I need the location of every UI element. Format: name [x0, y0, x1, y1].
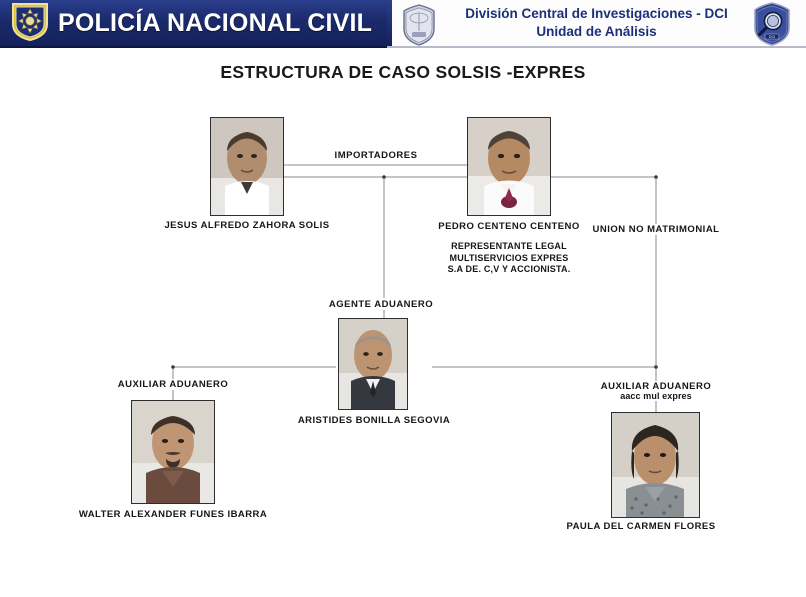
header-left-band: POLICÍA NACIONAL CIVIL: [0, 0, 387, 48]
junction-dot: [171, 365, 175, 369]
header-right-band: División Central de Investigaciones - DC…: [387, 0, 806, 48]
svg-text:DCI: DCI: [769, 35, 775, 39]
pnc-shield-icon: [10, 0, 50, 47]
app-header: POLICÍA NACIONAL CIVIL División Central …: [0, 0, 806, 48]
centeno-detail-line1: REPRESENTANTE LEGAL: [451, 241, 567, 251]
person-name-centeno: PEDRO CENTENO CENTENO: [438, 221, 580, 232]
junction-dot: [382, 175, 386, 179]
person-name-zahora: JESUS ALFREDO ZAHORA SOLIS: [164, 220, 330, 231]
photo-funes[interactable]: [131, 400, 215, 504]
photo-centeno[interactable]: [467, 117, 551, 216]
photo-bonilla[interactable]: [338, 318, 408, 410]
unit-title-line1: División Central de Investigaciones - DC…: [465, 6, 728, 21]
relation-label-union-no-matrimonial: UNION NO MATRIMONIAL: [588, 224, 724, 235]
page-title: ESTRUCTURA DE CASO SOLSIS -EXPRES: [220, 62, 586, 82]
person-name-flores: PAULA DEL CARMEN FLORES: [566, 521, 716, 532]
dci-magnifier-shield-icon: DCI: [750, 1, 794, 52]
centeno-detail-line2: MULTISERVICIOS EXPRES: [449, 252, 569, 263]
unit-title-line2: Unidad de Análisis: [536, 24, 657, 39]
centeno-detail-line3: S.A DE. C,V Y ACCIONISTA.: [447, 264, 571, 274]
person-name-bonilla: ARISTIDES BONILLA SEGOVIA: [297, 415, 451, 426]
junction-dot: [654, 365, 658, 369]
police-shield-icon: [399, 3, 439, 52]
person-name-funes: WALTER ALEXANDER FUNES IBARRA: [78, 509, 268, 520]
photo-zahora[interactable]: [210, 117, 284, 216]
relation-label-importadores: IMPORTADORES: [330, 150, 422, 161]
unit-title: División Central de Investigaciones - DC…: [465, 5, 728, 41]
relation-sublabel-aacc-mul-expres: aacc mul expres: [616, 391, 696, 401]
photo-flores[interactable]: [611, 412, 700, 518]
junction-dot: [654, 175, 658, 179]
relation-label-auxiliar-aduanero-right: AUXILIAR ADUANERO: [596, 381, 716, 392]
relation-label-auxiliar-aduanero-left: AUXILIAR ADUANERO: [113, 379, 233, 390]
relation-label-agente-aduanero: AGENTE ADUANERO: [324, 299, 438, 310]
org-name: POLICÍA NACIONAL CIVIL: [58, 8, 373, 37]
person-detail-centeno: REPRESENTANTE LEGAL MULTISERVICIOS EXPRE…: [448, 241, 571, 276]
